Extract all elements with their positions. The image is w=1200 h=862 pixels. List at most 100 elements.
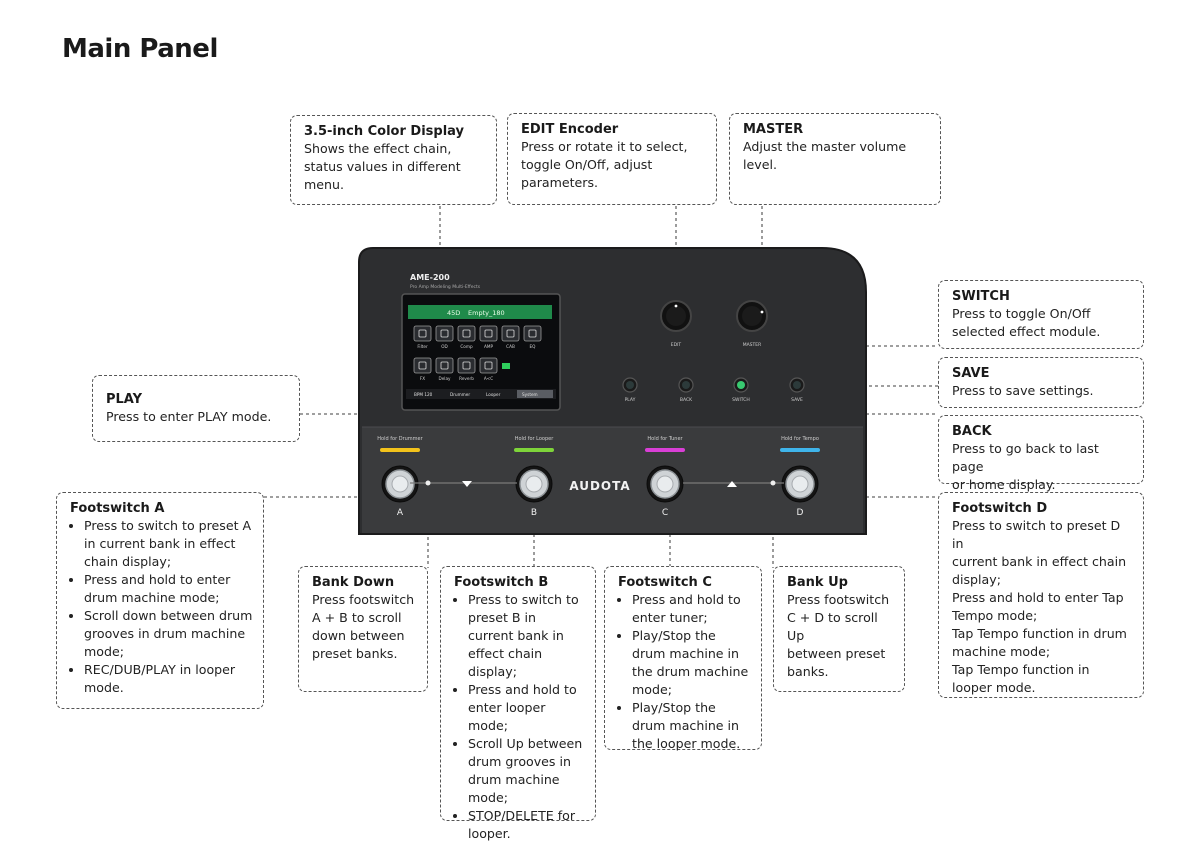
screen-module-label: OD	[441, 344, 448, 349]
callout-line: Press footswitch	[312, 592, 415, 607]
callout-text: Press footswitch C + D to scroll Up betw…	[787, 591, 894, 681]
module-glyph-icon	[484, 329, 493, 338]
callout-line: Shows the effect chain,	[304, 141, 452, 156]
footswitch-letter: C	[662, 508, 668, 518]
callout-line: down between	[312, 628, 405, 643]
footswitch-center	[656, 475, 674, 493]
list-item: Play/Stop the drum machine in the looper…	[632, 699, 751, 753]
callout-title: 3.5-inch Color Display	[304, 124, 465, 139]
callout-line: Tap Tempo function in	[952, 662, 1090, 677]
screen-module-tile	[479, 325, 498, 342]
callout-title: PLAY	[106, 392, 143, 407]
master-knob[interactable]	[736, 300, 768, 332]
callout-display: 3.5-inch Color Display Shows the effect …	[290, 115, 497, 205]
callout-title: MASTER	[743, 122, 804, 137]
screen-module-label: AMP	[484, 344, 493, 349]
brand-logo: AUDOTA	[569, 479, 630, 493]
callout-bank-up: Bank Up Press footswitch C + D to scroll…	[773, 566, 905, 692]
footswitch-hold-label: Hold for Tuner	[647, 436, 683, 442]
footswitch-letter: D	[797, 508, 804, 518]
callout-line: selected effect module.	[952, 324, 1101, 339]
screen-module-tile	[457, 325, 476, 342]
bank-up-marker	[770, 480, 776, 486]
callout-text: Press to go back to last page or home di…	[952, 440, 1133, 494]
callout-title: Footswitch D	[952, 501, 1048, 516]
module-glyph-icon	[440, 329, 449, 338]
page-title: Main Panel	[62, 34, 218, 64]
footswitch-led-bar	[380, 448, 420, 452]
list-item: Press and hold to enter looper mode;	[468, 681, 585, 735]
button-led	[626, 381, 634, 389]
callout-line: Press to switch to preset D in	[952, 518, 1121, 551]
footswitch-hold-label: Hold for Tempo	[781, 436, 819, 442]
device-model: AME-200	[410, 273, 450, 282]
status-tab: BPM 120	[414, 392, 433, 397]
button-led	[682, 381, 690, 389]
list-item: Press to switch to preset B in current b…	[468, 591, 585, 681]
callout-footswitch-c: Footswitch C Press and hold to enter tun…	[604, 566, 762, 753]
footswitch-hold-label: Hold for Looper	[515, 436, 555, 442]
callout-line: toggle On/Off, adjust	[521, 157, 653, 172]
callout-text: Adjust the master volume level.	[743, 138, 930, 174]
list-item: Press and hold to enter tuner;	[632, 591, 751, 627]
list-item: Press and hold to enter drum machine mod…	[84, 571, 253, 607]
footswitch-letter: B	[531, 508, 537, 518]
list-item: Scroll Up between drum grooves in drum m…	[468, 735, 585, 807]
callout-line: menu.	[304, 177, 344, 192]
screen-module-tile	[413, 357, 432, 374]
callout-footswitch-b: Footswitch B Press to switch to preset B…	[440, 566, 596, 841]
chevron-down-icon	[462, 481, 472, 487]
master-knob-label: MASTER	[743, 342, 762, 348]
status-tab-bg	[517, 390, 553, 398]
callout-line: Press or rotate it to select,	[521, 139, 688, 154]
callout-back: BACK Press to go back to last page or ho…	[938, 415, 1144, 492]
button-led	[793, 381, 801, 389]
footswitch-led-bar	[514, 448, 554, 452]
callout-text: Press to save settings.	[952, 382, 1133, 400]
callout-play: PLAY Press to enter PLAY mode.	[92, 375, 300, 442]
callout-text: Press footswitch A + B to scroll down be…	[312, 591, 417, 663]
callout-line: Tempo mode;	[952, 608, 1038, 623]
footswitch-center	[791, 475, 809, 493]
callout-line: level.	[743, 157, 777, 172]
footswitch-center	[525, 475, 543, 493]
callout-title: Bank Up	[787, 575, 848, 590]
module-glyph-icon	[462, 329, 471, 338]
callout-line: Press to toggle On/Off	[952, 306, 1091, 321]
callout-line: Press to go back to last page	[952, 441, 1099, 474]
callout-line: Press and hold to enter Tap	[952, 590, 1124, 605]
callout-line: preset banks.	[312, 646, 398, 661]
callout-title: SWITCH	[952, 289, 1010, 304]
screen-module-label: Delay	[438, 376, 451, 381]
edit-encoder[interactable]	[660, 300, 692, 332]
callout-title: SAVE	[952, 366, 990, 381]
list-item: Play/Stop the drum machine in the drum m…	[632, 627, 751, 699]
screen-module-tile	[457, 357, 476, 374]
screen-preset-name: Empty_180	[468, 309, 505, 317]
button-label: PLAY	[625, 397, 636, 403]
list-item: Press to switch to preset A in current b…	[84, 517, 253, 571]
callout-footswitch-a: Footswitch A Press to switch to preset A…	[56, 492, 264, 709]
callout-text: Shows the effect chain, status values in…	[304, 140, 486, 194]
chevron-up-icon	[727, 481, 737, 487]
callout-text: Press to switch to preset D in current b…	[952, 517, 1133, 697]
device-subtitle: Pro Amp Modeling Multi-Effects	[410, 284, 481, 290]
callout-title: Footswitch A	[70, 501, 165, 516]
callout-line: current bank in effect chain	[952, 554, 1127, 569]
callout-title: Footswitch B	[454, 575, 549, 590]
callout-line: Press to save settings.	[952, 383, 1094, 398]
callout-text: Press or rotate it to select, toggle On/…	[521, 138, 706, 192]
callout-line: display;	[952, 572, 1001, 587]
callout-line: machine mode;	[952, 644, 1051, 659]
callout-switch: SWITCH Press to toggle On/Off selected e…	[938, 280, 1144, 349]
screen-module-tile	[479, 357, 498, 374]
screen-module-label: Comp	[460, 344, 473, 349]
module-glyph-icon	[418, 361, 427, 370]
footswitch-hold-label: Hold for Drummer	[377, 436, 423, 442]
module-glyph-icon	[484, 361, 493, 370]
status-tab: Drummer	[450, 392, 470, 397]
